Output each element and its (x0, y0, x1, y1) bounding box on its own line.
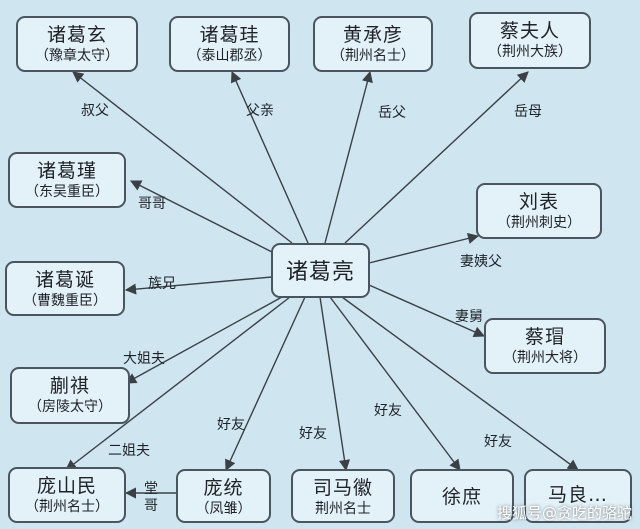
node-name: 刘表 (518, 191, 559, 213)
relation-label-qiyifu: 妻姨父 (460, 254, 502, 270)
line-to-xu-shu (329, 296, 461, 471)
relation-label-yuemu: 岳母 (514, 104, 542, 120)
node-sima-hui: 司马徽 荆州名士 (291, 469, 395, 523)
line-to-zhuge-dan (124, 276, 273, 295)
node-name: 诸葛诞 (34, 269, 95, 291)
line-to-huang-chengyan (324, 70, 373, 244)
node-name: 黄承彦 (342, 24, 403, 46)
node-liu-biao: 刘表 （荆州刺史） (476, 183, 602, 239)
line-to-zhuge-gui (230, 70, 309, 244)
node-title: （荆州名士） (25, 499, 109, 515)
line-to-kuai-qi (125, 296, 283, 384)
line-to-zhuge-jin (129, 180, 273, 253)
relation-label-haoyou-4: 好友 (484, 434, 512, 450)
node-zhuge-dan: 诸葛诞 （曹魏重臣） (5, 261, 125, 316)
node-title: （荆州大族） (488, 44, 572, 60)
node-kuai-qi: 蒯祺 （房陵太守） (10, 367, 130, 424)
line-to-ma-liang (341, 296, 579, 471)
relation-label-yuefu: 岳父 (378, 105, 406, 121)
relation-label-erjiefu: 二姐夫 (108, 443, 150, 459)
node-huang-chengyan: 黄承彦 （荆州名士） (313, 16, 433, 72)
node-title: （荆州刺史） (497, 215, 581, 231)
node-title: （荆州名士） (331, 48, 415, 64)
node-zhuge-gui: 诸葛珪 （泰山郡丞） (169, 16, 290, 72)
relation-label-zuxiong: 族兄 (148, 276, 176, 292)
line-to-pang-tong (225, 296, 306, 472)
node-title: 荆州名士 (315, 501, 371, 517)
node-zhuge-liang: 诸葛亮 (271, 243, 370, 298)
node-name: 诸葛瑾 (36, 160, 97, 182)
node-title: （房陵太守） (28, 399, 112, 415)
node-name: 庞统 (203, 477, 244, 499)
node-zhuge-jin: 诸葛瑾 （东吴重臣） (8, 152, 126, 208)
node-name: 诸葛珪 (199, 24, 260, 46)
relation-label-haoyou-1: 好友 (217, 417, 245, 433)
node-zhuge-xuan: 诸葛玄 （豫章太守） (16, 16, 138, 72)
node-name: 蔡瑁 (524, 326, 565, 348)
node-name: 蒯祺 (49, 375, 90, 397)
node-title: （泰山郡丞） (187, 48, 272, 64)
node-name: 诸葛亮 (285, 260, 355, 285)
line-to-sima-hui (319, 296, 351, 472)
relation-label-gege: 哥哥 (138, 196, 166, 212)
relation-label-haoyou-3: 好友 (374, 403, 402, 419)
relation-label-tanggege: 堂哥 (144, 481, 158, 514)
node-title: （荆州大将） (503, 350, 587, 366)
line-to-zhuge-xuan (72, 71, 293, 244)
node-ma-liang: 马良… (524, 469, 632, 523)
relation-label-dajiefu: 大姐夫 (123, 351, 165, 367)
node-xu-shu: 徐庶 (410, 469, 514, 523)
relation-label-haoyou-2: 好友 (299, 426, 327, 442)
node-title: （曹魏重臣） (23, 293, 107, 309)
node-title: （东吴重臣） (25, 184, 109, 200)
node-name: 蔡夫人 (499, 20, 560, 42)
node-name: 徐庶 (441, 486, 482, 508)
line-to-pang-shanmin (65, 296, 291, 471)
watermark: 搜狐号@贪吃的骆驼 (496, 504, 632, 522)
line-to-cai-furen (344, 71, 529, 244)
relation-label-shufu: 叔父 (81, 103, 109, 119)
node-name: 诸葛玄 (46, 24, 107, 46)
node-pang-tong: 庞统 （凤雏） (176, 469, 271, 523)
line-to-liu-biao (368, 232, 480, 264)
node-cai-furen: 蔡夫人 （荆州大族） (469, 12, 591, 69)
relation-label-fuqin: 父亲 (246, 103, 274, 119)
line-to-cai-mao (368, 284, 486, 338)
node-name: 司马徽 (312, 477, 373, 499)
node-name: 庞山民 (36, 475, 97, 497)
node-cai-mao: 蔡瑁 （荆州大将） (484, 318, 606, 374)
node-title: （凤雏） (195, 501, 252, 517)
relation-label-qijiu: 妻舅 (455, 309, 483, 325)
node-name: 马良… (547, 484, 608, 506)
node-pang-shanmin: 庞山民 （荆州名士） (8, 467, 126, 523)
node-title: （豫章太守） (35, 48, 119, 64)
